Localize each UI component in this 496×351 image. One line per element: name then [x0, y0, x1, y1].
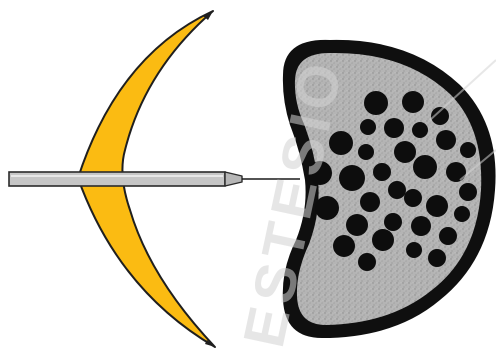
nucleus [360, 192, 380, 212]
nucleus [436, 130, 456, 150]
nucleus [431, 107, 449, 125]
needle-taper [225, 172, 242, 186]
nucleus [394, 141, 416, 163]
nucleus [364, 91, 388, 115]
nucleus [411, 216, 431, 236]
nucleus [372, 229, 394, 251]
nucleus [412, 122, 428, 138]
nucleus [404, 189, 422, 207]
nucleus [460, 142, 476, 158]
nucleus [373, 163, 391, 181]
nucleus [384, 213, 402, 231]
nucleus [426, 195, 448, 217]
nucleus [358, 253, 376, 271]
nucleus [406, 242, 422, 258]
nucleus [446, 162, 466, 182]
nucleus [346, 214, 368, 236]
nucleus [315, 196, 339, 220]
nucleus [360, 119, 376, 135]
nucleus [413, 155, 437, 179]
nucleus [388, 181, 406, 199]
nucleus [329, 131, 353, 155]
nucleus [339, 165, 365, 191]
nucleus [402, 91, 424, 113]
nucleus [439, 227, 457, 245]
nucleus [358, 144, 374, 160]
nucleus [459, 183, 477, 201]
nucleus [454, 206, 470, 222]
nucleus [333, 235, 355, 257]
needle-shaft [9, 172, 225, 186]
nucleus [384, 118, 404, 138]
nucleus [308, 161, 332, 185]
nucleus [428, 249, 446, 267]
